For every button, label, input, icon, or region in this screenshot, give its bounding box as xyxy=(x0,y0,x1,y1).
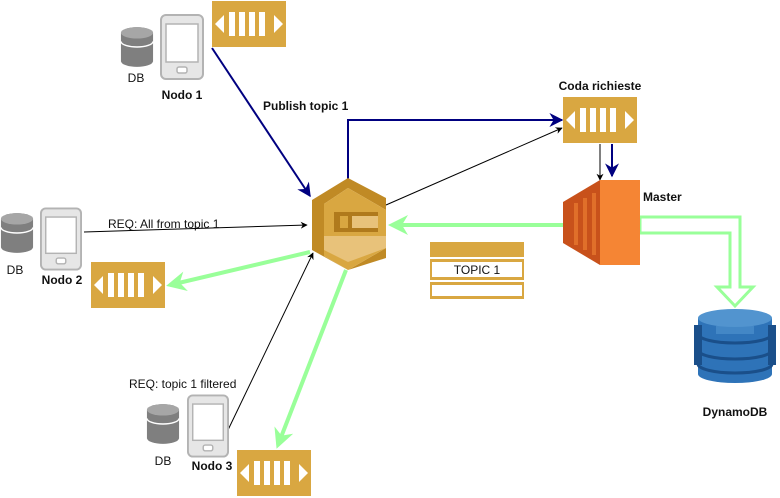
topic1-label: TOPIC 1 xyxy=(454,263,501,277)
sns-to-queue-line xyxy=(385,127,563,206)
mobile-device-icon xyxy=(40,207,82,271)
nodo2-db: DB xyxy=(0,212,34,277)
coda-richieste-queue-icon xyxy=(563,97,637,143)
dynamodb-icon xyxy=(694,309,776,383)
database-icon xyxy=(120,26,154,68)
sns-topic-icon xyxy=(312,178,386,270)
topic1-box: TOPIC 1 xyxy=(430,242,524,299)
nodo2-device: Nodo 2 xyxy=(40,207,83,287)
nodo1-db-label: DB xyxy=(128,71,145,85)
master-to-dynamodb-arrow xyxy=(638,215,757,309)
dynamodb-label: DynamoDB xyxy=(703,405,768,419)
coda-richieste-label: Coda richieste xyxy=(559,79,642,93)
nodo3-db-label: DB xyxy=(155,454,172,468)
database-icon xyxy=(0,212,34,254)
publish-topic-label: Publish topic 1 xyxy=(263,99,349,113)
nodo3-label: Nodo 3 xyxy=(192,459,233,473)
nodo1-db: DB xyxy=(120,26,154,85)
mobile-device-icon xyxy=(160,14,204,80)
nodo3-device: Nodo 3 xyxy=(187,394,233,473)
nodo3-db: DB xyxy=(146,403,180,468)
master-label: Master xyxy=(643,190,682,204)
sns-to-queue-arrow xyxy=(347,113,564,180)
nodo1-device: Nodo 1 xyxy=(160,14,204,102)
req-filtered-arrow xyxy=(227,252,314,431)
req-all-arrow xyxy=(83,221,308,233)
mobile-device-icon xyxy=(187,394,229,458)
sns-to-nodo2-queue-arrow xyxy=(166,250,311,292)
sns-to-nodo3-queue-arrow xyxy=(274,269,348,449)
nodo2-db-label: DB xyxy=(7,263,24,277)
nodo1-label: Nodo 1 xyxy=(162,88,203,102)
database-icon xyxy=(146,403,180,445)
nodo1-queue-icon xyxy=(212,1,286,47)
nodo2-queue-icon xyxy=(91,262,165,308)
req-all-label: REQ: All from topic 1 xyxy=(108,217,220,231)
publish-arrow xyxy=(211,47,311,198)
master-ec2-icon xyxy=(563,180,640,265)
req-filtered-label: REQ: topic 1 filtered xyxy=(129,377,236,391)
nodo2-label: Nodo 2 xyxy=(42,273,83,287)
nodo3-queue-icon xyxy=(237,450,311,496)
